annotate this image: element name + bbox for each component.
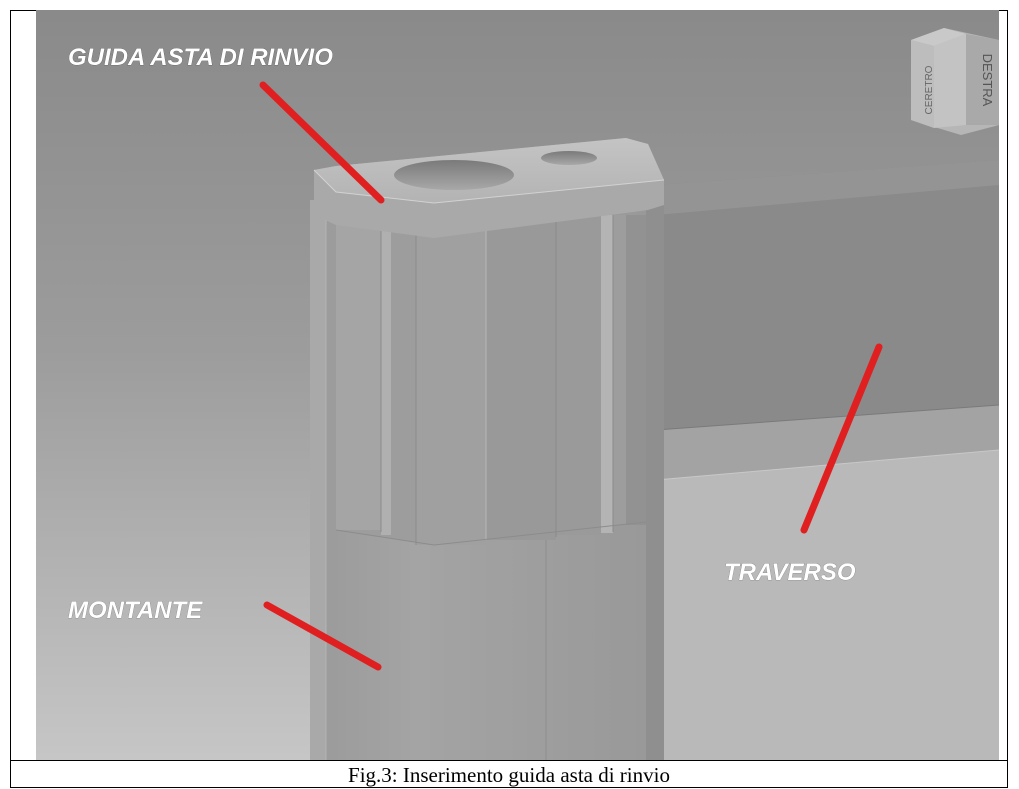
traverso-beam [655,160,999,760]
label-traverso: TRAVERSO [724,559,856,586]
small-hole [541,151,597,165]
cad-figure: CERETRO DESTRA GUIDA ASTA DI RINVIO TRAV… [36,10,999,760]
annotation-pointers [259,81,883,671]
label-guida-asta-di-rinvio: GUIDA ASTA DI RINVIO [68,44,333,71]
pointer-traverso [800,343,883,534]
guida-cap [313,138,665,238]
annotation-labels: GUIDA ASTA DI RINVIO TRAVERSO MONTANTE [68,44,856,625]
label-montante: MONTANTE [68,597,203,624]
figure-caption: Fig.3: Inserimento guida asta di rinvio [348,763,670,787]
viewcube-front-label: DESTRA [980,54,995,107]
large-hole [394,160,514,190]
guida-block [335,215,647,546]
viewcube[interactable]: CERETRO DESTRA [911,28,999,135]
pointer-guida [259,81,385,204]
cad-render: CERETRO DESTRA GUIDA ASTA DI RINVIO TRAV… [36,10,999,760]
pointer-montante [263,601,382,671]
viewcube-side-label: CERETRO [924,65,935,114]
caption-row: Fig.3: Inserimento guida asta di rinvio [10,760,1008,788]
